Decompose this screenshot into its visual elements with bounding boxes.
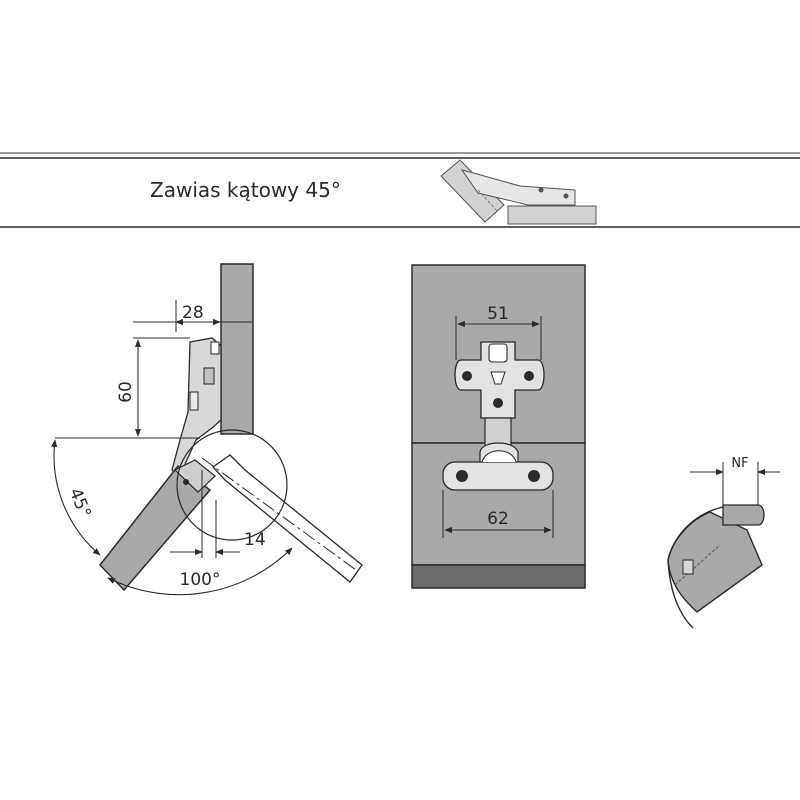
dim-100: 100°: [180, 570, 221, 590]
header-hinge-thumbnail: [440, 159, 597, 225]
side-view: 28 60 45° 14 100°: [51, 263, 363, 596]
detail-circle: [176, 429, 288, 541]
detail-door: [667, 511, 763, 613]
dim-62: 62: [487, 509, 509, 529]
detail-view: NF: [667, 456, 780, 629]
detail-top-panel: [722, 504, 765, 526]
page-title: Zawias kątowy 45°: [150, 178, 341, 202]
door-panel-open: [212, 454, 363, 583]
front-view: 51 62: [411, 264, 586, 589]
dim-14: 14: [244, 530, 266, 550]
dim-28: 28: [182, 303, 204, 323]
dim-60: 60: [116, 381, 136, 403]
dim-51: 51: [487, 304, 509, 324]
front-edge-strip: [411, 564, 586, 589]
cabinet-side-panel: [220, 263, 254, 435]
dim-nf: NF: [731, 456, 748, 471]
header-band: Zawias kątowy 45°: [0, 152, 800, 228]
dim-45: 45°: [65, 485, 95, 520]
